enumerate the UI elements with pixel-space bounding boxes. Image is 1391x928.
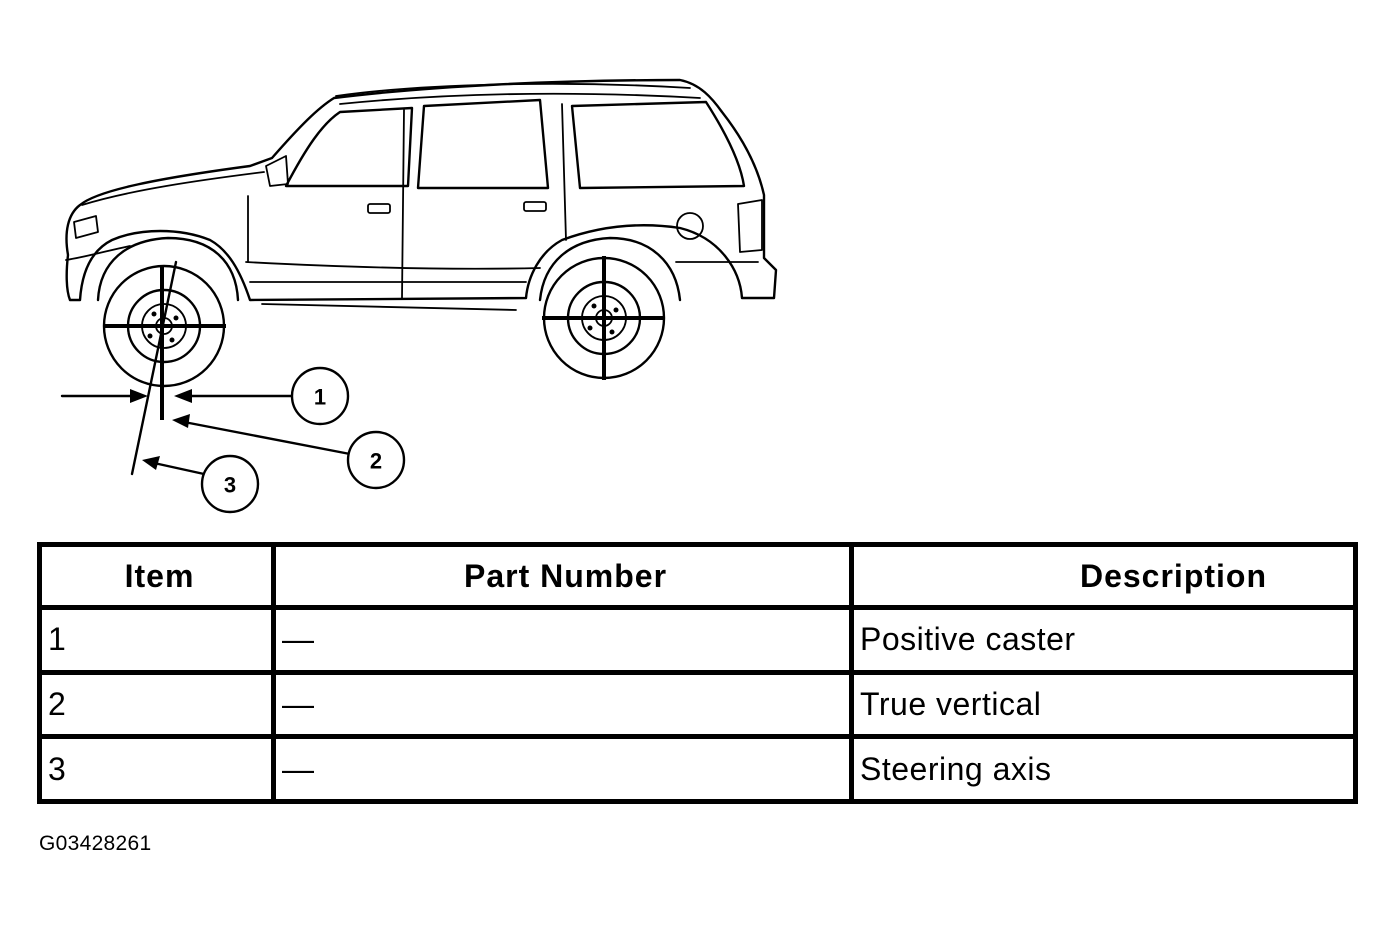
callout-1-label: 1 (314, 385, 326, 410)
vehicle-caster-illustration: 1 2 3 (60, 78, 778, 514)
header-part-number: Part Number (271, 542, 854, 610)
header-description: Description (849, 542, 1358, 610)
row-description: Positive caster (849, 605, 1358, 675)
steering-axis-line (130, 260, 178, 476)
callout-3-label: 3 (224, 473, 236, 498)
row-item: 2 (37, 669, 276, 740)
rear-wheel-crosshair (542, 256, 664, 380)
row-item: 3 (37, 734, 276, 804)
figure-id: G03428261 (39, 832, 152, 855)
row-item: 1 (37, 605, 276, 675)
front-wheel-crosshair (104, 266, 226, 420)
parts-table: Item Part Number Description 1 — Positiv… (37, 542, 1358, 804)
callout-2-label: 2 (370, 449, 382, 474)
vehicle-body (65, 78, 778, 311)
callout-2: 2 (172, 414, 406, 490)
row-part-number: — (271, 669, 854, 740)
table-row: 1 — Positive caster (37, 605, 1358, 675)
callout-1: 1 (186, 366, 350, 426)
table-row: 2 — True vertical (37, 669, 1358, 740)
callout-3: 3 (142, 454, 260, 514)
caster-arrows (60, 389, 192, 403)
row-description: True vertical (849, 669, 1358, 740)
header-item: Item (37, 542, 276, 610)
row-part-number: — (271, 734, 854, 804)
table-header-row: Item Part Number Description (37, 542, 1358, 610)
row-part-number: — (271, 605, 854, 675)
table-row: 3 — Steering axis (37, 734, 1358, 804)
row-description: Steering axis (849, 734, 1358, 804)
